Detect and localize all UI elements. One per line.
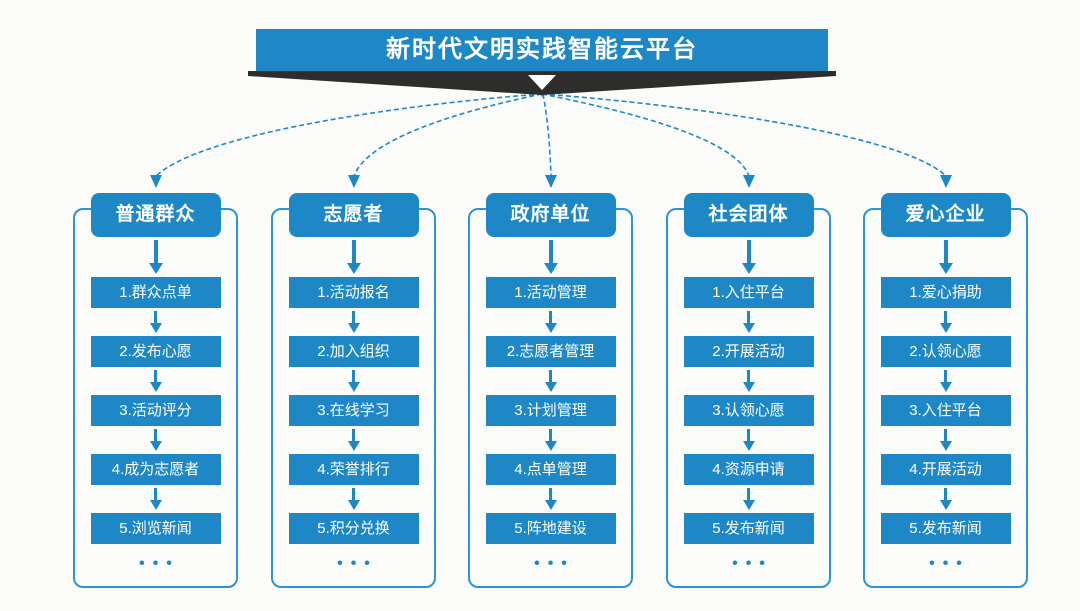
connector-to-column-4 — [541, 93, 750, 177]
column-header: 政府单位 — [485, 193, 616, 237]
role-column: 爱心企业 1.爱心捐助 2.认领心愿 3.入住平台 4.开展活动 5.发布新闻 ••• — [863, 193, 1028, 588]
column-flow: 1.活动管理 2.志愿者管理 3.计划管理 4.点单管理 5.阵地建设 ••• — [470, 237, 631, 572]
flow-step: 2.发布心愿 — [90, 336, 221, 367]
flow-step: 5.发布新闻 — [683, 513, 814, 544]
flow-step: 2.认领心愿 — [880, 336, 1011, 367]
role-column: 政府单位 1.活动管理 2.志愿者管理 3.计划管理 4.点单管理 5.阵地建设 ••• — [468, 193, 633, 588]
more-dots: ••• — [732, 555, 773, 572]
connector-arrowhead-icon — [545, 175, 557, 188]
flow-step: 4.荣誉排行 — [288, 454, 419, 485]
title-ribbon — [248, 71, 836, 95]
role-column: 普通群众 1.群众点单 2.发布心愿 3.活动评分 4.成为志愿者 5.浏览新闻 ••• — [73, 193, 238, 588]
down-arrow-icon — [346, 240, 361, 274]
down-arrow-icon — [347, 370, 360, 392]
down-arrow-icon — [742, 488, 755, 510]
more-dots: ••• — [534, 555, 575, 572]
flow-step: 5.阵地建设 — [485, 513, 616, 544]
flow-step: 3.认领心愿 — [683, 395, 814, 426]
flow-step: 1.爱心捐助 — [880, 277, 1011, 308]
more-dots: ••• — [337, 555, 378, 572]
role-column: 志愿者 1.活动报名 2.加入组织 3.在线学习 4.荣誉排行 5.积分兑换 ••• — [271, 193, 436, 588]
role-column: 社会团体 1.入住平台 2.开展活动 3.认领心愿 4.资源申请 5.发布新闻 ••• — [666, 193, 831, 588]
connector-to-column-1 — [155, 93, 543, 177]
down-arrow-icon — [939, 488, 952, 510]
column-flow: 1.活动报名 2.加入组织 3.在线学习 4.荣誉排行 5.积分兑换 ••• — [273, 237, 434, 572]
down-arrow-icon — [347, 429, 360, 451]
down-arrow-icon — [742, 370, 755, 392]
flow-step: 1.入住平台 — [683, 277, 814, 308]
down-arrow-icon — [544, 488, 557, 510]
connector-arrowhead-icon — [743, 175, 755, 188]
down-arrow-icon — [741, 240, 756, 274]
down-arrow-icon — [347, 311, 360, 333]
connector-to-column-2 — [353, 93, 543, 177]
down-arrow-icon — [742, 311, 755, 333]
flow-step: 3.入住平台 — [880, 395, 1011, 426]
down-arrow-icon — [939, 370, 952, 392]
flow-step: 5.积分兑换 — [288, 513, 419, 544]
connector-arrowhead-icon — [150, 175, 162, 188]
down-arrow-icon — [149, 488, 162, 510]
flow-step: 4.点单管理 — [485, 454, 616, 485]
flow-step: 4.资源申请 — [683, 454, 814, 485]
flow-step: 4.开展活动 — [880, 454, 1011, 485]
down-arrow-icon — [939, 311, 952, 333]
connector-to-column-5 — [541, 93, 947, 177]
connector-to-column-3 — [542, 93, 552, 177]
ribbon-down-arrow-icon — [528, 75, 556, 90]
connector-arrowhead-icon — [348, 175, 360, 188]
connector-arrowhead-icon — [940, 175, 952, 188]
down-arrow-icon — [149, 429, 162, 451]
column-header: 爱心企业 — [880, 193, 1011, 237]
down-arrow-icon — [544, 429, 557, 451]
platform-title: 新时代文明实践智能云平台 — [256, 29, 828, 71]
down-arrow-icon — [543, 240, 558, 274]
fan-out-connectors — [150, 88, 952, 188]
flow-step: 5.发布新闻 — [880, 513, 1011, 544]
column-flow: 1.入住平台 2.开展活动 3.认领心愿 4.资源申请 5.发布新闻 ••• — [668, 237, 829, 572]
column-flow: 1.爱心捐助 2.认领心愿 3.入住平台 4.开展活动 5.发布新闻 ••• — [865, 237, 1026, 572]
flow-step: 5.浏览新闻 — [90, 513, 221, 544]
flow-step: 3.计划管理 — [485, 395, 616, 426]
more-dots: ••• — [139, 555, 180, 572]
down-arrow-icon — [148, 240, 163, 274]
flow-step: 2.志愿者管理 — [485, 336, 616, 367]
down-arrow-icon — [938, 240, 953, 274]
flow-step: 3.活动评分 — [90, 395, 221, 426]
down-arrow-icon — [544, 370, 557, 392]
flow-step: 2.开展活动 — [683, 336, 814, 367]
column-flow: 1.群众点单 2.发布心愿 3.活动评分 4.成为志愿者 5.浏览新闻 ••• — [75, 237, 236, 572]
column-header: 社会团体 — [683, 193, 814, 237]
flow-step: 1.活动管理 — [485, 277, 616, 308]
down-arrow-icon — [347, 488, 360, 510]
column-header: 志愿者 — [288, 193, 419, 237]
down-arrow-icon — [149, 311, 162, 333]
flow-step: 1.群众点单 — [90, 277, 221, 308]
down-arrow-icon — [544, 311, 557, 333]
column-header: 普通群众 — [90, 193, 221, 237]
flow-step: 4.成为志愿者 — [90, 454, 221, 485]
flow-step: 2.加入组织 — [288, 336, 419, 367]
flow-step: 3.在线学习 — [288, 395, 419, 426]
down-arrow-icon — [742, 429, 755, 451]
flow-step: 1.活动报名 — [288, 277, 419, 308]
more-dots: ••• — [929, 555, 970, 572]
down-arrow-icon — [939, 429, 952, 451]
down-arrow-icon — [149, 370, 162, 392]
